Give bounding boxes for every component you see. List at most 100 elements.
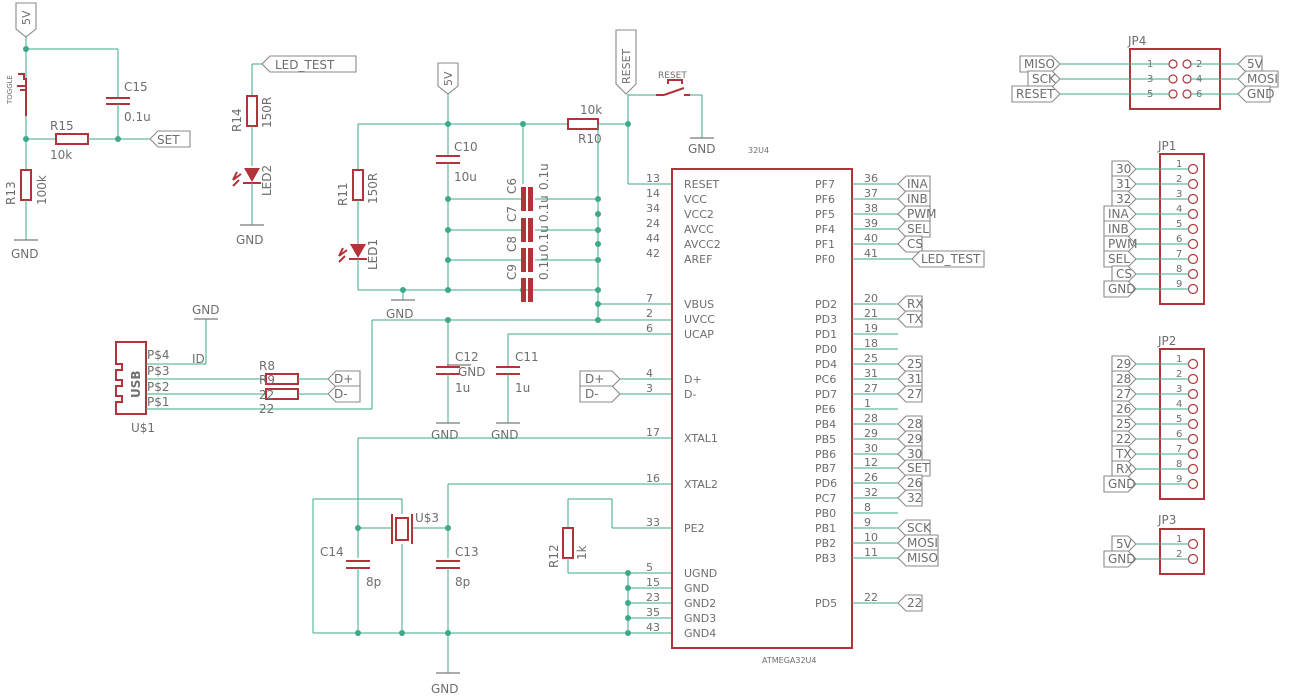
svg-text:GND: GND [236, 233, 264, 247]
c8-value: 0.1u [537, 225, 551, 252]
mcu-pin-number-23: 23 [646, 591, 660, 604]
jp1-net-label-31-text: 31 [1116, 177, 1131, 191]
mcu-dplus-net-label [579, 370, 621, 388]
mcu-name: ATMEGA32U4 [762, 656, 817, 665]
jp1-name: JP1 [1157, 139, 1176, 153]
mcu-pin-name-pc6: PC6 [815, 373, 836, 386]
mcu-pin-name-vcc2: VCC2 [684, 208, 714, 221]
svg-text:GND: GND [491, 428, 519, 442]
set-button-circuit: 5V TOGGLE C15 0.1u R15 10k SET R13 100k [4, 2, 191, 261]
jp1-pin-6 [1187, 238, 1199, 250]
jp1-net-label-cs [1111, 265, 1137, 283]
led2-symbol [244, 168, 260, 182]
led2-name: LED2 [260, 165, 274, 196]
r8-name: R8 [259, 359, 275, 373]
jp2-pin-number-8: 8 [1176, 459, 1182, 470]
jp1-net-label-30 [1111, 160, 1137, 178]
mcu-pin-name-reset: RESET [684, 178, 720, 191]
power-decoupling-circuit: 5V 10k R10 R11 150R LED1 GND [336, 62, 631, 323]
jp2-pin-4 [1187, 403, 1199, 415]
mcu-pin-number-40: 40 [864, 232, 878, 245]
toggle-switch-symbol [17, 78, 27, 116]
jp4-pin-5 [1168, 89, 1178, 99]
c15-name: C15 [124, 80, 148, 94]
jp1-net-label-inb-text: INB [1108, 222, 1129, 236]
mcu-pin-number-11: 11 [864, 546, 878, 559]
jp2-pin-number-6: 6 [1176, 429, 1182, 440]
svg-text:P$3: P$3 [147, 364, 170, 378]
reset-net-label [615, 29, 637, 95]
r11-value: 150R [366, 173, 380, 204]
c9-name: C9 [505, 264, 519, 280]
reset-circuit: RESET RESET GND [615, 29, 716, 185]
mcu-pin-name-avcc: AVCC [684, 223, 714, 236]
mcu-pin-name-pd7: PD7 [815, 388, 837, 401]
mcu-pin-name-gnd2: GND2 [684, 597, 716, 610]
jp3-net-label-gnd [1103, 550, 1137, 568]
jp2-pin-number-7: 7 [1176, 444, 1182, 455]
usb-connector-body [115, 341, 147, 415]
mcu-net-label-tx [897, 310, 923, 328]
r14-value: 150R [260, 97, 274, 128]
mcu-pin-name-pd4: PD4 [815, 358, 837, 371]
svg-text:SET: SET [157, 133, 180, 147]
jp2-net-label-22-text: 22 [1116, 432, 1131, 446]
mcu-net-label-set-text: SET [907, 461, 930, 475]
jp1-pin-number-3: 3 [1176, 189, 1182, 200]
mcu-pin-name-pe2: PE2 [684, 522, 705, 535]
mcu-net-label-inb [897, 190, 931, 208]
mcu-pin-number-16: 16 [646, 472, 660, 485]
r10-name: R10 [578, 132, 602, 146]
svg-text:P$4: P$4 [147, 348, 170, 362]
gnd-label: GND [11, 247, 39, 261]
jp1-pin-number-9: 9 [1176, 279, 1182, 290]
c6-body [521, 187, 526, 211]
mcu-pin-name-pe6: PE6 [815, 403, 836, 416]
mcu-pin-name-pb4: PB4 [815, 418, 836, 431]
toggle-name: TOGGLE [6, 75, 14, 105]
c9-value: 0.1u [537, 253, 551, 280]
svg-text:GND: GND [431, 682, 459, 696]
jp1-net-label-sel-text: SEL [1108, 252, 1130, 266]
mcu-pin-name-xtal1: XTAL1 [684, 432, 718, 445]
r15-value: 10k [50, 148, 72, 162]
jp1-net-label-gnd [1103, 280, 1137, 298]
jp4-net-label-miso-text: MISO [1024, 57, 1055, 71]
jp4-net-label-gnd-text: GND [1247, 87, 1275, 101]
jp2-pin-1 [1187, 358, 1199, 370]
usb-id-label: ID [192, 352, 205, 366]
mcu-net-label-inb-text: INB [907, 192, 928, 206]
led-test-net-label [261, 55, 357, 73]
jp4-pin-6 [1182, 89, 1192, 99]
jp3-pin-2 [1187, 553, 1199, 565]
jp2-net-label-26 [1111, 400, 1137, 418]
jp4-net-label-reset [1011, 85, 1061, 103]
jp2-net-label-27-text: 27 [1116, 387, 1131, 401]
r12-body [562, 527, 574, 559]
mcu-pin-number-27: 27 [864, 382, 878, 395]
svg-text:P$1: P$1 [147, 395, 170, 409]
jp1-pin-number-1: 1 [1176, 159, 1182, 170]
svg-text:LED_TEST: LED_TEST [275, 58, 335, 72]
svg-text:D+: D+ [585, 372, 604, 386]
c13-name: C13 [455, 545, 479, 559]
jp1-pin-number-2: 2 [1176, 174, 1182, 185]
jp1-pin-number-4: 4 [1176, 204, 1182, 215]
supply-5v-symbol-2 [437, 62, 459, 95]
mcu-net-label-28-text: 28 [907, 417, 922, 431]
r9-value: 22 [259, 402, 274, 416]
mcu-pin-number-24: 24 [646, 217, 660, 230]
mcu-pin-number-44: 44 [646, 232, 660, 245]
mcu-pin-name-xtal2: XTAL2 [684, 478, 718, 491]
mcu-net-label-31 [897, 370, 923, 388]
mcu-pin-name-uvcc: UVCC [684, 313, 715, 326]
jp1-pin-3 [1187, 193, 1199, 205]
mcu-pin-number-4: 4 [646, 367, 653, 380]
jp1-net-label-ina [1103, 205, 1137, 223]
c13-value: 8p [455, 575, 470, 589]
jp2-pin-3 [1187, 388, 1199, 400]
jp2-pin-8 [1187, 463, 1199, 475]
mcu-net-label-rx [897, 295, 923, 313]
svg-text:GND: GND [431, 428, 459, 442]
